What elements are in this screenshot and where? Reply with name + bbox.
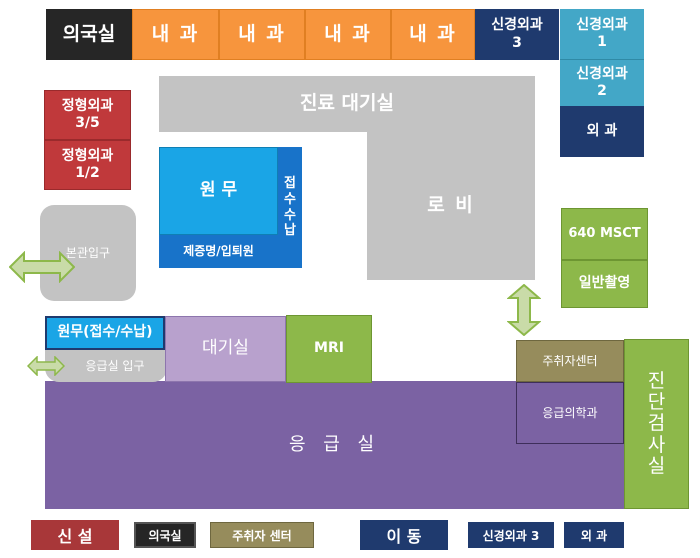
room-emergency-medicine: 응급의학과 <box>516 382 624 444</box>
area-lobby: 로 비 <box>367 132 535 280</box>
room-er-admin: 원무(접수/수납) <box>45 316 165 350</box>
room-sobering-center: 주취자센터 <box>516 340 624 382</box>
room-neurosurgery-3: 신경외과 3 <box>475 9 559 60</box>
room-certificate-admission: 제증명/입퇴원 <box>159 235 278 268</box>
double-arrow-icon-er <box>27 356 65 376</box>
legend-new-label: 신 설 <box>31 520 119 550</box>
room-doctors-office: 의국실 <box>46 9 132 60</box>
double-arrow-icon-vertical <box>507 284 541 336</box>
room-general-xray: 일반촬영 <box>561 260 648 308</box>
room-internal-medicine-4: 내 과 <box>391 9 475 60</box>
legend-new-sobering-center: 주취자 센터 <box>210 522 314 548</box>
room-internal-medicine-2: 내 과 <box>219 9 305 60</box>
legend-new-doctors-office: 의국실 <box>134 522 196 548</box>
room-neurosurgery-1: 신경외과 1 <box>560 9 644 60</box>
room-mri: MRI <box>286 315 372 383</box>
legend-move-label: 이 동 <box>360 520 448 550</box>
room-reception-payment: 접 수 수 납 <box>278 147 302 268</box>
room-internal-medicine-1: 내 과 <box>132 9 219 60</box>
room-surgery: 외 과 <box>560 106 644 157</box>
legend-move-neurosurgery-3: 신경외과 3 <box>468 522 554 548</box>
legend-move-surgery: 외 과 <box>564 522 624 548</box>
area-waiting-hall: 진료 대기실 <box>159 76 535 132</box>
room-orthopedics-3-5: 정형외과 3/5 <box>44 90 131 140</box>
room-neurosurgery-2: 신경외과 2 <box>560 60 644 106</box>
room-diagnostic-lab: 진 단 검 사 실 <box>624 339 689 509</box>
room-orthopedics-1-2: 정형외과 1/2 <box>44 140 131 190</box>
room-internal-medicine-3: 내 과 <box>305 9 391 60</box>
main-entrance: 본관입구 <box>40 205 136 301</box>
double-arrow-icon-entrance <box>9 251 75 283</box>
room-er-waiting: 대기실 <box>165 316 286 382</box>
er-entrance: 응급실 입구 <box>45 350 167 382</box>
room-admin-office: 원 무 <box>159 147 278 235</box>
room-640-msct: 640 MSCT <box>561 208 648 260</box>
